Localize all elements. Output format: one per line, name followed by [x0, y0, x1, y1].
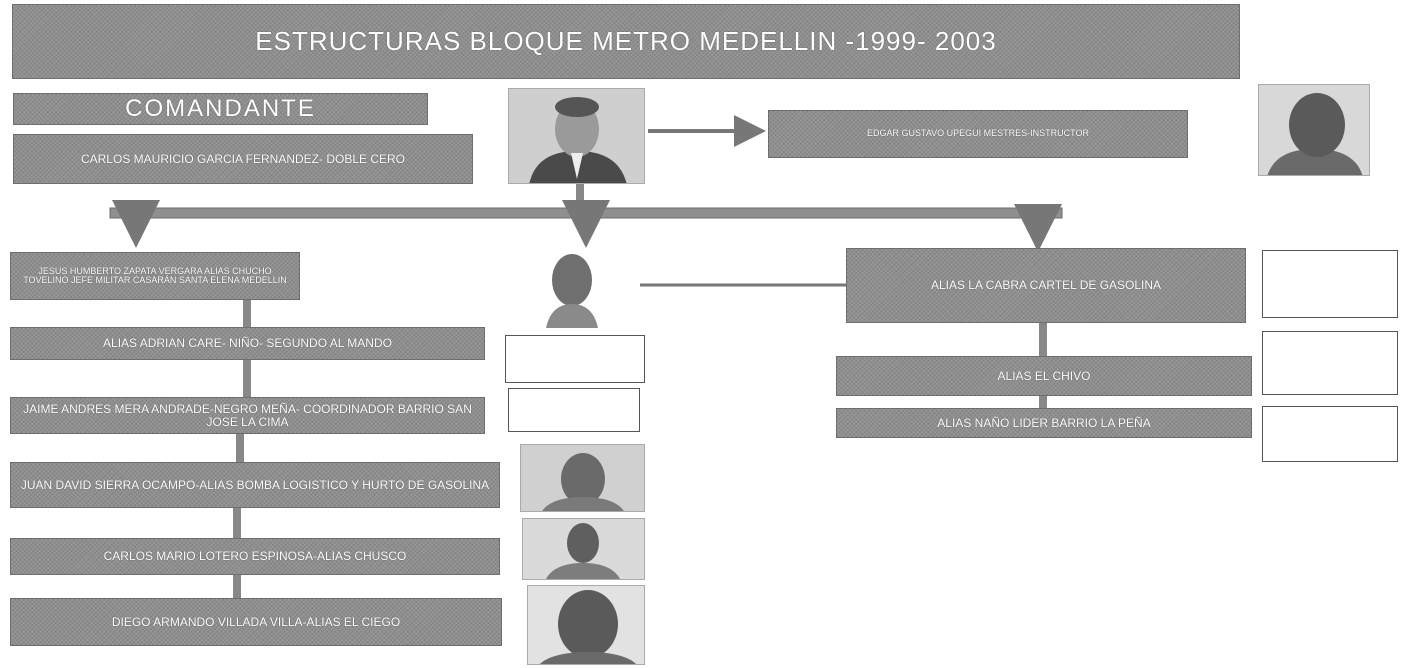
member-box-3: JAIME ANDRES MERA ANDRADE-NEGRO MEÑA- CO…	[10, 397, 485, 434]
member-box-6: DIEGO ARMANDO VILLADA VILLA-ALIAS EL CIE…	[10, 598, 502, 646]
member-photo-6	[527, 585, 645, 665]
member-box-5: CARLOS MARIO LOTERO ESPINOSA-ALIAS CHUSC…	[10, 538, 500, 575]
right-member-box-3: ALIAS NAÑO LIDER BARRIO LA PEÑA	[836, 408, 1252, 438]
commander-heading: COMANDANTE	[13, 93, 428, 125]
photo-placeholder-3	[1262, 250, 1398, 318]
photo-placeholder-2	[508, 388, 640, 432]
member-box-2: ALIAS ADRIAN CARE- NIÑO- SEGUNDO AL MAND…	[10, 327, 485, 360]
member-photo-5	[522, 518, 645, 580]
commander-photo	[508, 88, 645, 184]
right-member-box-2: ALIAS EL CHIVO	[836, 356, 1252, 396]
distribution-bar	[109, 207, 1063, 219]
member-photo-4	[520, 444, 645, 512]
photo-placeholder-5	[1262, 406, 1398, 462]
member-box-1: JESUS HUMBERTO ZAPATA VERGARA ALIAS CHUC…	[10, 252, 300, 300]
right-member-box-1: ALIAS LA CABRA CARTEL DE GASOLINA	[846, 248, 1246, 323]
instructor-box: EDGAR GUSTAVO UPEGUI MESTRES-INSTRUCTOR	[768, 110, 1188, 158]
commander-name: CARLOS MAURICIO GARCIA FERNANDEZ- DOBLE …	[13, 134, 473, 184]
instructor-photo	[1258, 84, 1370, 176]
photo-placeholder-1	[505, 335, 645, 383]
member-photo-1	[540, 250, 604, 328]
photo-placeholder-4	[1262, 331, 1398, 395]
chart-title: ESTRUCTURAS BLOQUE METRO MEDELLIN -1999-…	[12, 4, 1240, 79]
member-box-4: JUAN DAVID SIERRA OCAMPO-ALIAS BOMBA LOG…	[10, 462, 500, 508]
